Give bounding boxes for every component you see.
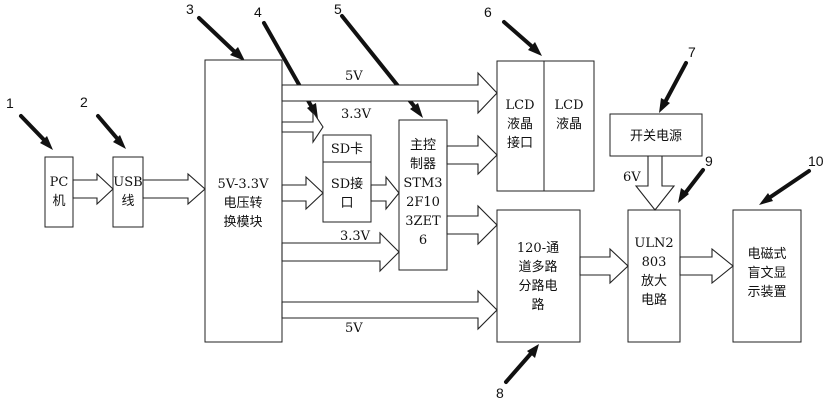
arrow-amp-display bbox=[680, 249, 733, 283]
arrow-power-amp bbox=[636, 156, 674, 210]
amp-label-1: ULN2 bbox=[634, 236, 673, 251]
arrow-sd-mcu bbox=[371, 177, 399, 209]
amp-label-4: 电路 bbox=[641, 292, 667, 308]
arrow-mcu-mux bbox=[447, 206, 497, 244]
callout-number-9: 9 bbox=[705, 153, 713, 169]
arrow-converter-sd-interface bbox=[282, 177, 323, 209]
mux-label-1: 120-通 bbox=[517, 241, 559, 256]
converter-label-1: 5V-3.3V bbox=[218, 177, 270, 192]
display-label-1: 电磁式 bbox=[747, 247, 786, 262]
edge-label-bottom-5v: 5V bbox=[345, 321, 363, 336]
edge-label-top-5v: 5V bbox=[345, 69, 363, 84]
amp-label-3: 放大 bbox=[641, 274, 667, 289]
mux-label-4: 路 bbox=[531, 297, 544, 313]
mux-label-3: 分路电 bbox=[518, 278, 557, 294]
lcd-interface-label-1: LCD bbox=[505, 98, 534, 113]
lcd-interface-label-3: 接口 bbox=[507, 135, 533, 151]
lcd-label-1: LCD bbox=[554, 98, 583, 113]
pc-block bbox=[45, 157, 73, 227]
pc-label-2: 机 bbox=[52, 194, 65, 209]
mcu-label-4: 2F10 bbox=[406, 195, 440, 210]
mcu-label-2: 制器 bbox=[410, 157, 436, 172]
arrow-usb-converter bbox=[143, 174, 205, 204]
mcu-label-3: STM3 bbox=[403, 176, 442, 191]
lcd-interface-label-2: 液晶 bbox=[507, 117, 533, 132]
usb-block bbox=[113, 157, 143, 227]
callout-number-2: 2 bbox=[80, 94, 88, 110]
converter-label-2: 电压转 bbox=[223, 196, 262, 211]
edge-labels: 5V 3.3V 3.3V 5V 6V bbox=[340, 69, 641, 336]
callout-number-8: 8 bbox=[496, 385, 504, 401]
callout-number-6: 6 bbox=[484, 4, 492, 20]
callout-number-1: 1 bbox=[6, 95, 14, 111]
usb-label-1: USB bbox=[113, 175, 142, 190]
converter-label-3: 换模块 bbox=[223, 215, 262, 230]
sd-interface-block bbox=[323, 162, 371, 222]
arrow-5v-mux bbox=[282, 291, 497, 329]
arrow-mcu-lcd bbox=[447, 136, 497, 174]
callout-number-10: 10 bbox=[808, 153, 824, 169]
amp-label-2: 803 bbox=[642, 255, 667, 270]
switch-power-label: 开关电源 bbox=[630, 129, 682, 144]
mux-label-2: 道多路 bbox=[518, 259, 557, 275]
sd-card-label: SD卡 bbox=[331, 142, 363, 157]
display-label-3: 示装置 bbox=[747, 285, 786, 300]
arrow-pc-usb bbox=[73, 174, 113, 204]
mcu-label-6: 6 bbox=[419, 233, 427, 248]
pc-label-1: PC bbox=[50, 175, 69, 190]
edge-label-power-6v: 6V bbox=[623, 170, 641, 185]
sd-interface-label-2: 口 bbox=[340, 196, 353, 211]
lcd-label-2: 液晶 bbox=[556, 117, 582, 132]
callout-number-5: 5 bbox=[334, 1, 342, 17]
edge-label-top-33v: 3.3V bbox=[341, 107, 372, 122]
mcu-label-5: 3ZET bbox=[405, 214, 441, 229]
sd-interface-label-1: SD接 bbox=[331, 176, 363, 192]
usb-label-2: 线 bbox=[121, 194, 134, 209]
arrow-mux-amp bbox=[580, 249, 628, 283]
display-label-2: 盲文显 bbox=[747, 265, 786, 281]
callout-number-3: 3 bbox=[186, 1, 194, 17]
mux-block bbox=[497, 210, 580, 342]
mcu-label-1: 主控 bbox=[410, 138, 436, 153]
callout-number-7: 7 bbox=[688, 44, 696, 60]
edge-label-mid-33v: 3.3V bbox=[340, 229, 371, 244]
callout-number-4: 4 bbox=[254, 4, 262, 20]
